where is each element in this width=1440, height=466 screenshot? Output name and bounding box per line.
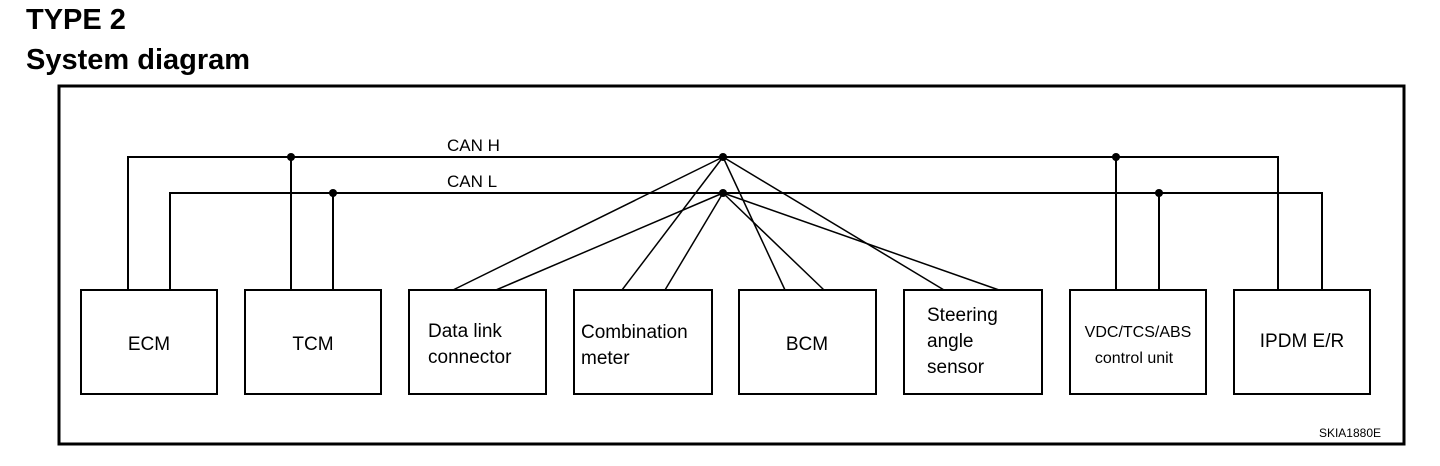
module-label-line: VDC/TCS/ABS — [1085, 324, 1192, 341]
module-bcm: BCM — [738, 289, 877, 395]
page-title: System diagram — [26, 44, 251, 76]
module-label-line: connector — [428, 347, 512, 368]
module-box — [903, 289, 1043, 395]
module-label-line: sensor — [927, 357, 985, 378]
junction-dots — [287, 153, 1163, 197]
module-box — [1069, 289, 1207, 395]
module-label-line: IPDM E/R — [1260, 331, 1344, 352]
module-ipdm-er: IPDM E/R — [1233, 289, 1371, 395]
module-label-line: Steering — [927, 305, 998, 326]
module-combination-meter: Combination meter — [573, 289, 713, 395]
module-label-line: angle — [927, 331, 974, 352]
can-h-label: CAN H — [447, 136, 500, 155]
module-data-link-connector: Data link connector — [408, 289, 547, 395]
module-label-line: Combination — [581, 322, 688, 343]
type-heading: TYPE 2 — [26, 4, 126, 36]
module-tcm: TCM — [244, 289, 382, 395]
module-box — [408, 289, 547, 395]
module-label-line: Data link — [428, 321, 502, 342]
module-label-line: BCM — [786, 334, 828, 355]
module-label-line: TCM — [292, 334, 333, 355]
module-box — [1233, 289, 1371, 395]
can-h-bus-line — [127, 156, 1279, 290]
can-l-bus-line — [169, 192, 1323, 290]
figure-code: SKIA1880E — [1319, 426, 1381, 440]
module-box — [80, 289, 218, 395]
module-vdc-tcs-abs-control-unit: VDC/TCS/ABS control unit — [1069, 289, 1207, 395]
module-steering-angle-sensor: Steering angle sensor — [903, 289, 1043, 395]
module-label-line: meter — [581, 348, 630, 369]
module-ecm: ECM — [80, 289, 218, 395]
module-label-line: ECM — [128, 334, 170, 355]
can-l-label: CAN L — [447, 172, 497, 191]
module-box — [738, 289, 877, 395]
can-h-star-connections — [452, 156, 945, 291]
module-box — [244, 289, 382, 395]
can-l-star-connections — [495, 192, 1000, 291]
module-box — [573, 289, 713, 395]
module-label-line: control unit — [1095, 350, 1174, 367]
diagram-frame — [57, 84, 1406, 446]
